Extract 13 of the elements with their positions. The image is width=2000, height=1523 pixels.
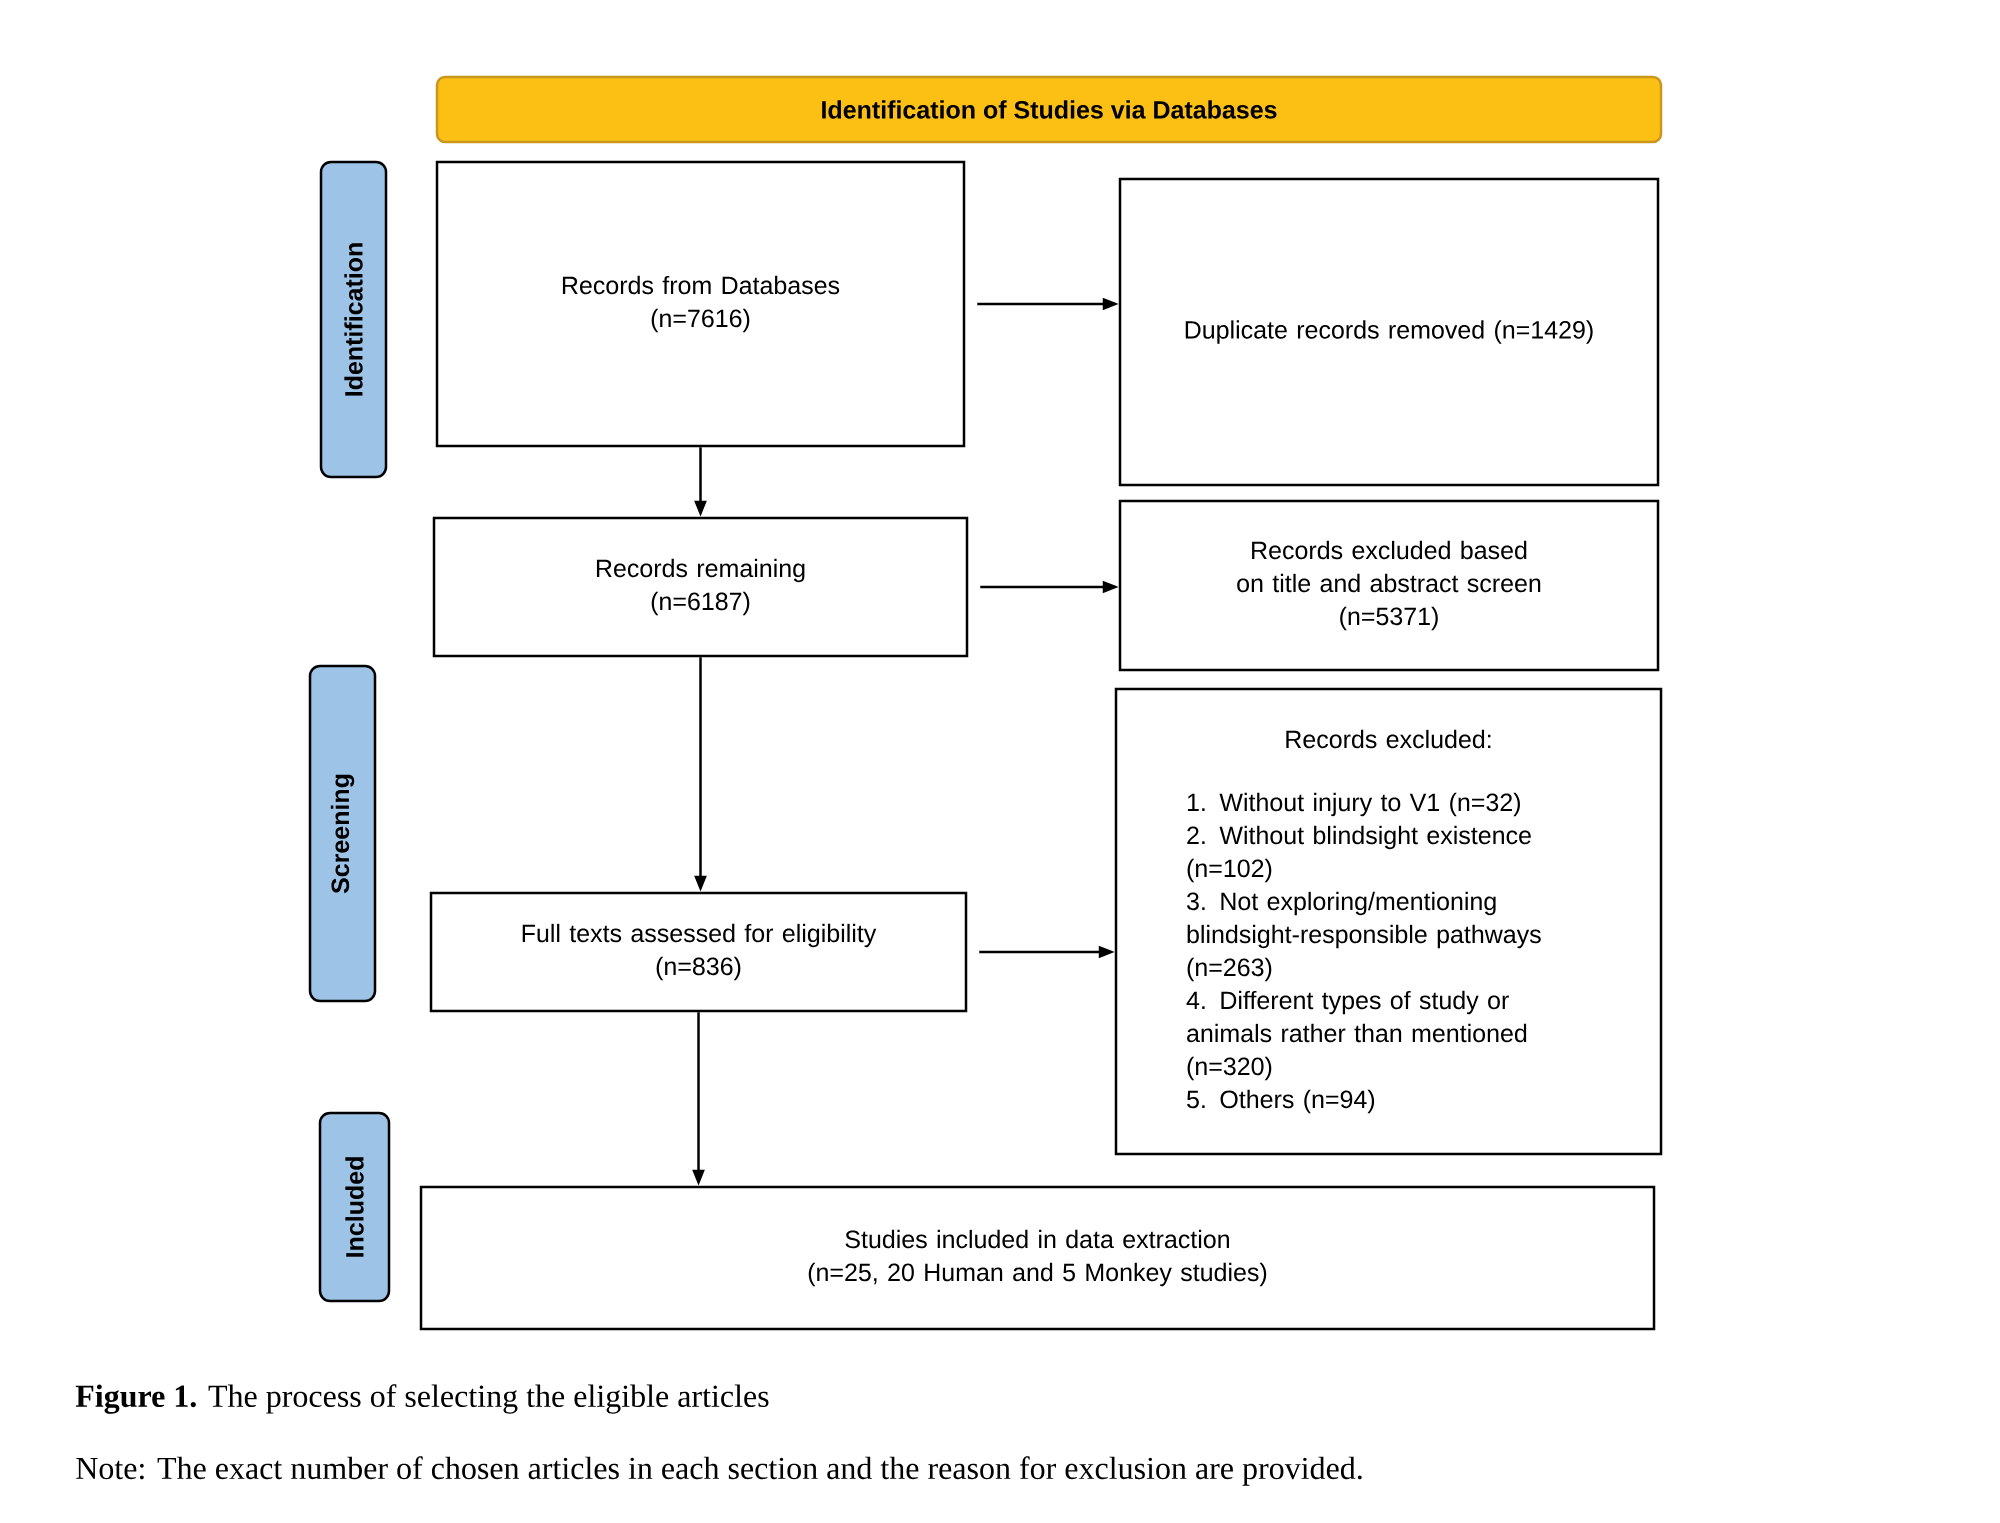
stage-band: Screening	[308, 664, 377, 1003]
caption: Figure 1. The process of selecting the eligible articles	[75, 1384, 769, 1414]
stage-band: Identification	[319, 160, 388, 479]
exclusion-box: Records excluded: 1. Without injury to V1 (n=32) 2. Without blindsight existence (n=102) 3. Not exploring/mentioning blindsight-responsible pathways (n=263) 4. Different types of study or animals rather than mentioned (n=320) 5. Others (n=94)	[1114, 687, 1663, 1156]
process-box: Records excluded based on title and abstract screen (n=5371)	[1118, 499, 1660, 672]
process-box: Duplicate records removed (n=1429)	[1118, 177, 1660, 487]
process-box: Records from Databases (n=7616)	[435, 160, 966, 448]
process-box: Studies included in data extraction (n=25, 20 Human and 5 Monkey studies)	[419, 1185, 1656, 1331]
stage-band: Included	[318, 1111, 391, 1303]
process-box: Full texts assessed for eligibility (n=836)	[429, 891, 968, 1013]
title-banner: Identification of Studies via Databases	[435, 75, 1663, 144]
process-box: Records remaining (n=6187)	[432, 516, 969, 658]
note: Note: The exact number of chosen articles in each section and the reason for exclusion are provided.	[76, 1456, 1362, 1486]
